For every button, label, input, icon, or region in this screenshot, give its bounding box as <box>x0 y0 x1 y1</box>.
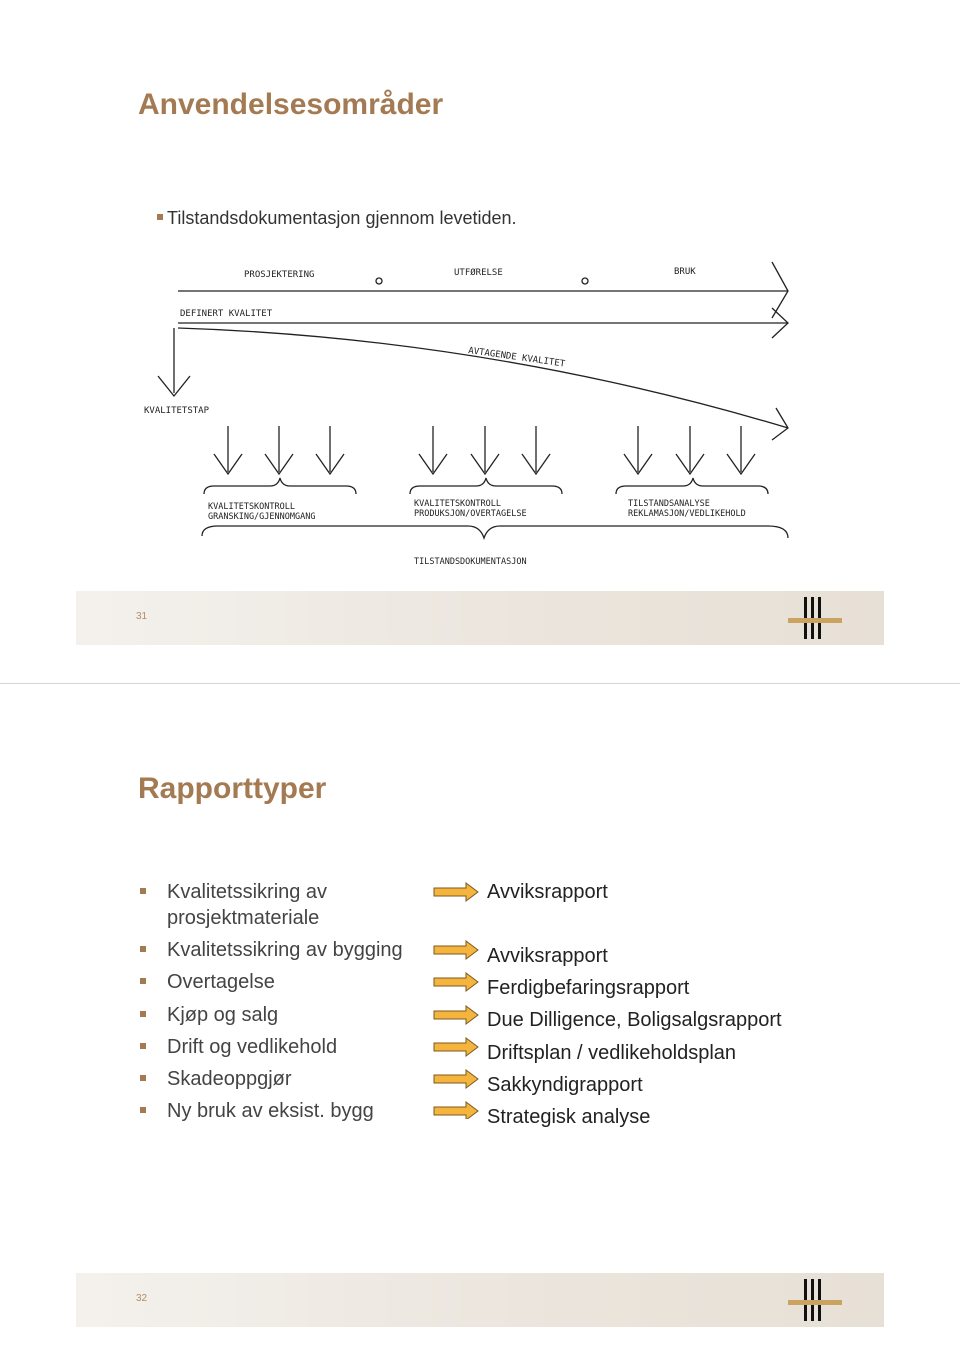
group-label: GRANSKING/GJENNOMGANG <box>208 512 315 522</box>
list-item-label: Kvalitetssikring av <box>167 881 328 903</box>
phase-marker-icon <box>581 277 589 285</box>
list-item-label: Skadeoppgjør <box>167 1068 292 1090</box>
list-item-label: Kvalitetssikring av bygging <box>167 939 403 961</box>
down-arrow-icon <box>623 426 653 476</box>
phase-marker-icon <box>375 277 383 285</box>
group-label: KVALITETSKONTROLL <box>414 499 501 509</box>
phase-label: UTFØRELSE <box>454 267 503 278</box>
right-arrow-icon <box>433 1069 479 1089</box>
bullet-square-icon <box>140 978 146 984</box>
defined-quality-label: DEFINERT KVALITET <box>180 309 273 319</box>
down-arrow-icon <box>213 426 243 476</box>
page-number: 31 <box>136 611 148 622</box>
bullet-item: Tilstandsdokumentasjon gjennom levetiden… <box>157 208 517 229</box>
down-arrow-icon <box>726 426 756 476</box>
right-arrow-icon <box>433 882 479 902</box>
quality-loss-label: KVALITETSTAP <box>144 406 210 416</box>
report-type: Avviksrapport <box>487 881 608 903</box>
report-type: Strategisk analyse <box>487 1106 651 1128</box>
group-brace <box>203 477 357 495</box>
slide-31: Anvendelsesområder Tilstandsdokumentasjo… <box>0 0 960 683</box>
report-type: Driftsplan / vedlikeholdsplan <box>487 1042 737 1064</box>
down-arrow-icon <box>470 426 500 476</box>
report-type: Avviksrapport <box>487 945 608 967</box>
company-logo-icon <box>788 597 842 639</box>
list-item-label: Ny bruk av eksist. bygg <box>167 1100 374 1122</box>
report-type: Due Dilligence, Boligsalgsrapport <box>487 1009 782 1031</box>
slide-title: Rapporttyper <box>138 772 327 805</box>
slide-32: Rapporttyper Kvalitetssikring av prosjek… <box>0 684 960 1367</box>
down-arrow-icon <box>315 426 345 476</box>
bullet-square-icon <box>140 1107 146 1113</box>
bullet-square-icon <box>140 1011 146 1017</box>
group-label: KVALITETSKONTROLL <box>208 502 295 512</box>
bullet-square-icon <box>140 1043 146 1049</box>
bullet-text: Tilstandsdokumentasjon gjennom levetiden… <box>167 208 517 228</box>
bullet-square-icon <box>157 214 163 221</box>
bullet-square-icon <box>140 888 146 894</box>
company-logo-icon <box>788 1279 842 1321</box>
report-type: Sakkyndigrapport <box>487 1074 643 1096</box>
quality-loss-arrow-icon <box>157 375 191 398</box>
right-arrow-icon <box>433 1005 479 1025</box>
quality-lifecycle-diagram: PROSJEKTERING UTFØRELSE BRUK DEFINERT KV… <box>144 261 789 567</box>
list-item-label: Drift og vedlikehold <box>167 1036 338 1058</box>
right-arrow-icon <box>433 1037 479 1057</box>
list-item-label: prosjektmateriale <box>167 907 320 929</box>
down-arrow-icon <box>418 426 448 476</box>
page-number: 32 <box>136 1293 148 1304</box>
bullet-square-icon <box>140 1075 146 1081</box>
right-arrow-icon <box>433 972 479 992</box>
phase-label: PROSJEKTERING <box>244 270 314 280</box>
right-arrow-icon <box>433 1101 479 1119</box>
group-label: TILSTANDSANALYSE <box>628 499 710 509</box>
group-label: PRODUKSJON/OVERTAGELSE <box>414 509 527 519</box>
timeline-arrowhead-icon <box>771 261 789 319</box>
bullet-square-icon <box>140 946 146 952</box>
slide-title: Anvendelsesområder <box>138 88 444 121</box>
arrow-column <box>433 882 479 1119</box>
bottom-brace <box>201 525 789 541</box>
group-brace <box>615 477 769 495</box>
declining-quality-curve <box>177 327 789 429</box>
declining-quality-arrowhead-icon <box>771 407 789 441</box>
right-arrow-icon <box>433 940 479 960</box>
phase-label: BRUK <box>674 267 696 277</box>
group-brace <box>409 477 563 495</box>
list-item-label: Overtagelse <box>167 971 275 993</box>
declining-quality-label: AVTAGENDE KVALITET <box>468 346 567 370</box>
defined-quality-arrowhead-icon <box>771 307 789 339</box>
list-item-label: Kjøp og salg <box>167 1004 279 1026</box>
group-label: REKLAMASJON/VEDLIKEHOLD <box>628 509 746 519</box>
slide-separator <box>0 683 960 684</box>
bottom-label: TILSTANDSDOKUMENTASJON <box>414 557 527 567</box>
down-arrow-icon <box>264 426 294 476</box>
report-type: Ferdigbefaringsrapport <box>487 977 690 999</box>
down-arrow-icon <box>521 426 551 476</box>
down-arrow-icon <box>675 426 705 476</box>
slide-footer: 32 <box>76 1273 884 1327</box>
slide-footer: 31 <box>76 591 884 645</box>
